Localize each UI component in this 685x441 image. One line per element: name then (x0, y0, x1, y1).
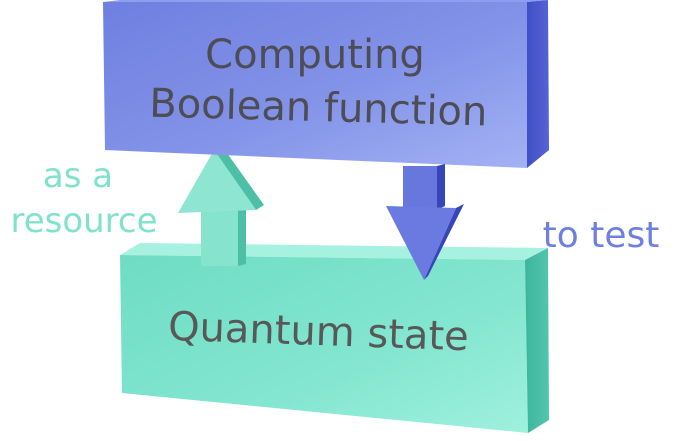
computing-box-top-face (103, 0, 548, 2)
down-arrow-shaft-side (437, 164, 445, 210)
computing-boolean-box: Computing Boolean function (103, 0, 549, 168)
up-arrow-head-front (178, 150, 256, 213)
up-arrow (178, 146, 264, 266)
computing-box-front-face (103, 2, 527, 168)
resource-label: resource (10, 201, 157, 241)
quantum-box-front-face (120, 255, 528, 433)
up-arrow-shaft-side (238, 204, 246, 266)
computing-box-side-face (527, 0, 549, 168)
quantum-state-label: Quantum state (167, 304, 469, 360)
quantum-box-side-face (525, 248, 549, 433)
up-arrow-head-side (214, 146, 264, 210)
as-a-label: as a (43, 156, 113, 196)
to-test-label: to test (543, 215, 660, 256)
quantum-state-box: Quantum state (120, 243, 549, 433)
down-arrow-head-front (386, 206, 456, 280)
down-arrow (386, 164, 464, 280)
up-arrow-shaft-front (201, 208, 238, 266)
boolean-function-label: Boolean function (149, 81, 488, 136)
down-arrow-shaft-front (403, 166, 437, 210)
down-arrow-head-side (424, 204, 464, 280)
computing-label: Computing (205, 32, 425, 78)
